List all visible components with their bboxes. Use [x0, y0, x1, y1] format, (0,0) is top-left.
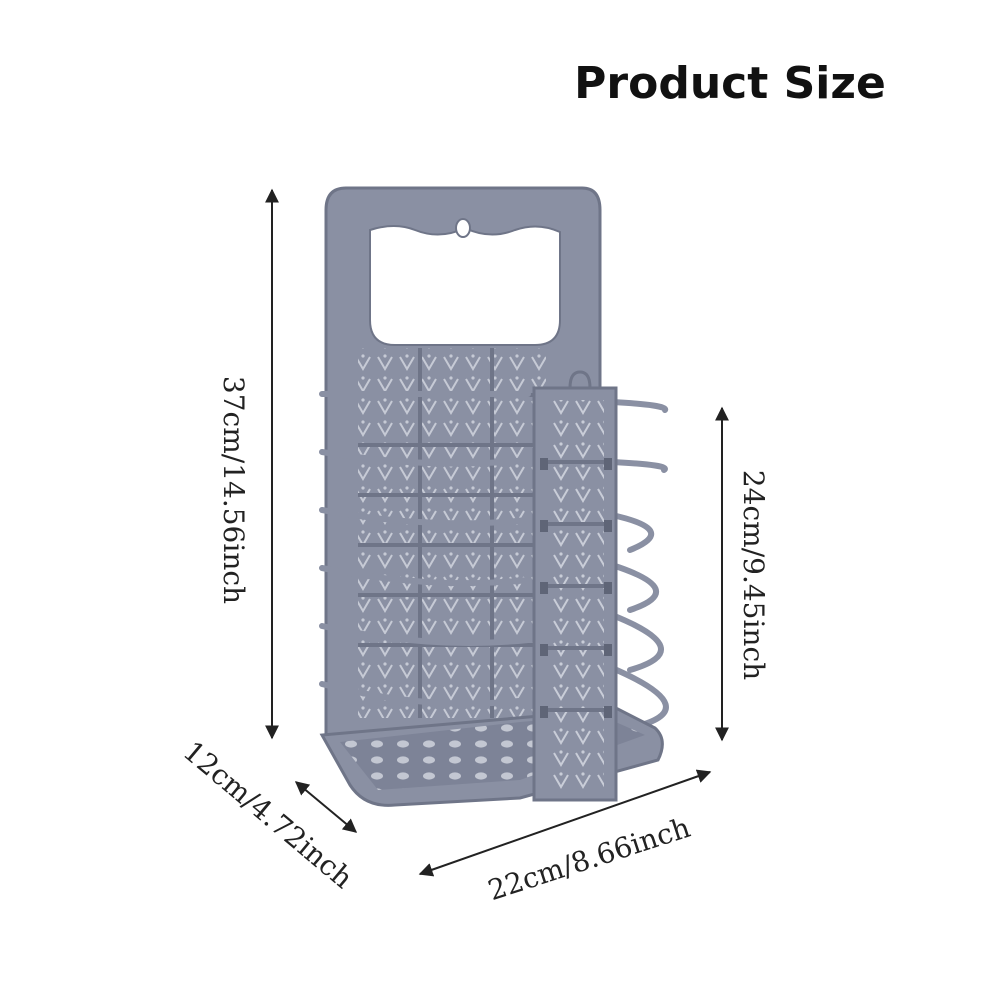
basket-front-panel	[532, 370, 618, 802]
handle-cutout	[369, 225, 561, 346]
width-label: 22cm/8.66inch	[484, 811, 694, 907]
width-arrow	[418, 769, 712, 877]
page-title: Product Size	[574, 58, 886, 109]
back-mesh	[358, 348, 546, 718]
wire-rings	[319, 391, 669, 731]
depth-arrow	[294, 781, 358, 833]
inner-height-label: 24cm/9.45inch	[737, 470, 770, 680]
front-panel-hook	[568, 370, 592, 389]
hanging-hole	[455, 218, 471, 238]
depth-label: 12cm/4.72inch	[177, 734, 359, 894]
height-label: 37cm/14.56inch	[217, 376, 250, 604]
